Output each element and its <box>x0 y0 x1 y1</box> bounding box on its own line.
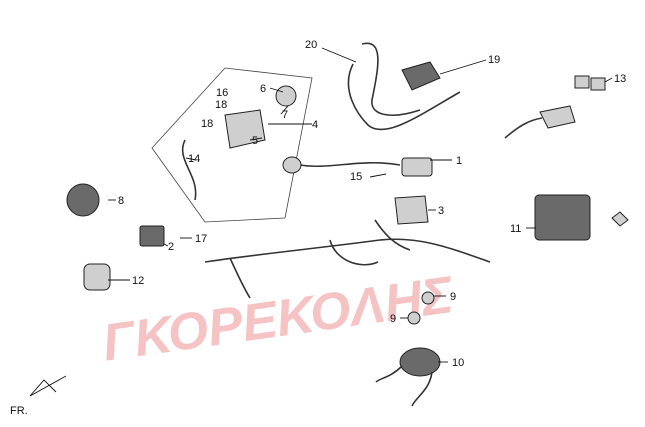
part-13-connector-a <box>574 75 590 89</box>
callout-3: 3 <box>438 205 444 217</box>
callout-19: 19 <box>488 54 500 66</box>
leader-2 <box>163 243 169 247</box>
sensor-bracket <box>539 105 576 129</box>
part-1-cap <box>282 156 302 174</box>
harness-branch-b <box>329 239 379 266</box>
harness-branch-a <box>229 257 251 299</box>
part-9-nut-b <box>407 311 421 325</box>
part-11-module <box>534 194 591 241</box>
leader-6 <box>269 87 284 93</box>
callout-16: 16 <box>216 87 228 99</box>
callout-12: 12 <box>132 275 144 287</box>
part-10-wire-a <box>375 365 403 383</box>
part-10-wire-b <box>411 371 433 407</box>
callout-9b: 9 <box>390 313 396 325</box>
part-13-connector-b <box>590 77 606 91</box>
callout-5: 5 <box>252 135 258 147</box>
callout-17: 17 <box>195 233 207 245</box>
callout-6: 6 <box>260 83 266 95</box>
part-2-relay <box>139 225 165 247</box>
leader-20 <box>321 47 357 63</box>
callout-18b: 18 <box>201 118 213 130</box>
cable-20 <box>347 63 461 131</box>
cable-20-inner <box>361 42 421 116</box>
part-9-nut-a <box>421 291 435 305</box>
callout-11: 11 <box>510 223 521 235</box>
part-1-coil <box>401 157 433 177</box>
part-12-relay <box>83 263 111 291</box>
part-3-label-plate <box>394 195 429 225</box>
part-11-bolt <box>611 211 629 227</box>
callout-13: 13 <box>614 73 626 85</box>
part-1-lead <box>299 161 401 168</box>
callout-15: 15 <box>350 171 362 183</box>
callout-2: 2 <box>168 241 174 253</box>
callout-8: 8 <box>118 195 124 207</box>
direction-label: FR. <box>10 405 28 417</box>
leader-7 <box>280 105 289 115</box>
part-14-wire <box>182 139 197 201</box>
callout-4: 4 <box>312 119 318 131</box>
callout-10: 10 <box>452 357 464 369</box>
leader-19 <box>439 59 487 75</box>
callout-20: 20 <box>305 39 317 51</box>
callout-7: 7 <box>282 109 288 121</box>
main-harness <box>204 238 491 263</box>
callout-9a: 9 <box>450 291 456 303</box>
harness-branch-c <box>374 219 411 251</box>
leader-13 <box>604 77 613 83</box>
callout-18a: 18 <box>215 99 227 111</box>
callout-14: 14 <box>188 153 200 165</box>
callout-1: 1 <box>456 155 462 167</box>
part-5-housing <box>224 109 266 149</box>
sensor-wire <box>504 117 543 139</box>
part-8-horn <box>66 183 100 217</box>
part-19-bracket <box>401 61 441 91</box>
part-10-starter-relay <box>399 347 441 377</box>
leader-14 <box>185 157 197 161</box>
front-arrow-icon <box>29 375 67 397</box>
part-6-bulb <box>275 85 297 107</box>
subassembly-frame <box>151 67 313 223</box>
leader-15 <box>369 173 387 178</box>
leader-5 <box>249 137 263 141</box>
